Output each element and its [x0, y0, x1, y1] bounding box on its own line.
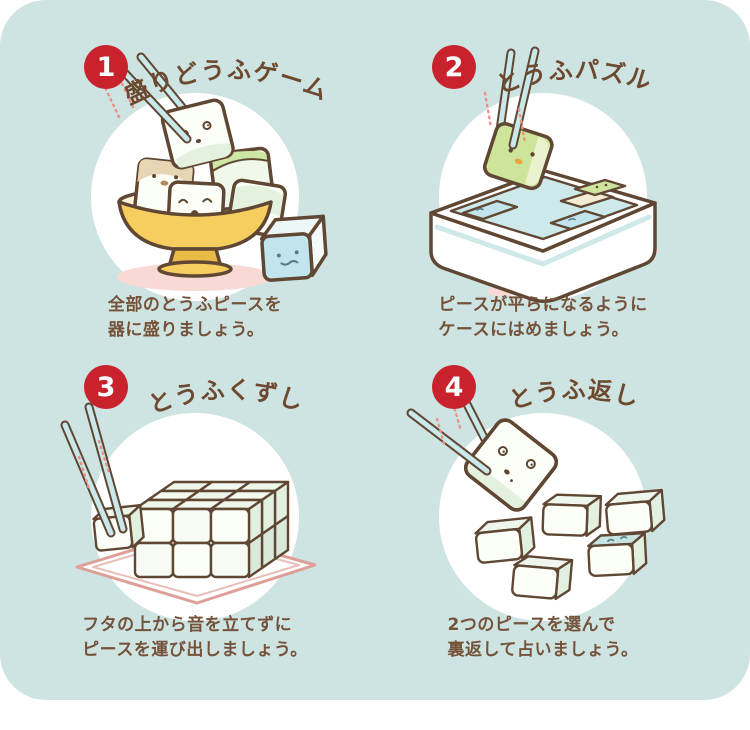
tofu-stack — [133, 480, 290, 579]
tofu-cube — [604, 488, 666, 536]
motion-dots — [483, 91, 493, 129]
svg-text:盛りどうふゲーム: 盛りどうふゲーム — [120, 56, 333, 110]
section-title-arc: とうふ返し — [506, 376, 643, 415]
tofu-case-illustration — [429, 46, 659, 303]
step-number-badge: 1 — [84, 45, 128, 89]
section-3: 3 とうふくずし — [30, 365, 360, 675]
step-number-badge: 2 — [432, 45, 476, 89]
tofu-stack-illustration — [60, 402, 317, 621]
case-piece-blue-2 — [549, 209, 607, 231]
section-title-arc: 盛りどうふゲーム — [120, 56, 333, 110]
caption-line-1: ピースが平らになるように — [438, 295, 648, 315]
caption-line-1: フタの上から音を立てずに — [82, 615, 293, 635]
section-title: とうふパズル — [493, 56, 655, 100]
caption-line-1: 2つのピースを選んで — [447, 615, 616, 635]
tofu-flip-illustration — [406, 368, 666, 621]
section-title: 盛りどうふゲーム — [120, 56, 332, 110]
held-green-tofu-cube — [482, 121, 554, 191]
tofu-cube — [541, 493, 603, 537]
tofu-bowl-illustration — [91, 52, 328, 301]
section-1: 1 盛りどうふゲーム — [30, 45, 360, 355]
caption-line-2: 裏返して占いましょう。 — [447, 639, 639, 660]
blue-tofu-cube — [259, 214, 328, 282]
caption: ピースが平らになるように ケースにはめましょう。 — [378, 293, 708, 342]
step-number-badge: 4 — [432, 365, 476, 409]
section-title: とうふ返し — [506, 376, 641, 415]
instruction-card-panel: 1 盛りどうふゲーム — [0, 0, 750, 700]
section-2: 2 とうふパズル — [378, 45, 708, 355]
svg-text:とうふパズル: とうふパズル — [493, 56, 656, 100]
caption: フタの上から音を立てずに ピースを運び出しましょう。 — [30, 613, 360, 662]
section-4: 4 とうふ返し — [378, 365, 708, 675]
tofu-cube-blue-top — [587, 532, 648, 578]
motion-dots — [517, 107, 527, 145]
caption-line-1: 全部のとうふピースを — [107, 295, 283, 315]
motion-dots — [77, 455, 91, 491]
section-title: とうふくずし — [145, 376, 307, 420]
section-title-arc: とうふパズル — [493, 56, 656, 100]
step-number-badge: 3 — [84, 365, 128, 409]
held-tofu-cube — [160, 98, 235, 170]
caption-line-2: 器に盛りましょう。 — [107, 319, 265, 340]
tofu-cube — [474, 516, 536, 564]
case-piece-cream — [559, 189, 615, 209]
svg-text:とうふくずし: とうふくずし — [145, 376, 308, 420]
case-piece-blue — [461, 199, 519, 221]
svg-text:とうふ返し: とうふ返し — [506, 376, 643, 415]
caption-line-2: ピースを運び出しましょう。 — [82, 639, 308, 660]
caption: 全部のとうふピースを 器に盛りましょう。 — [30, 293, 360, 342]
tofu-cube — [511, 555, 574, 601]
motion-dots — [435, 417, 447, 449]
caption-line-2: ケースにはめましょう。 — [438, 319, 630, 340]
case-piece-green — [573, 178, 627, 197]
bowl — [117, 200, 273, 278]
motion-dots — [97, 439, 111, 475]
section-title-arc: とうふくずし — [145, 376, 308, 420]
caption: 2つのピースを選んで 裏返して占いましょう。 — [378, 613, 708, 662]
